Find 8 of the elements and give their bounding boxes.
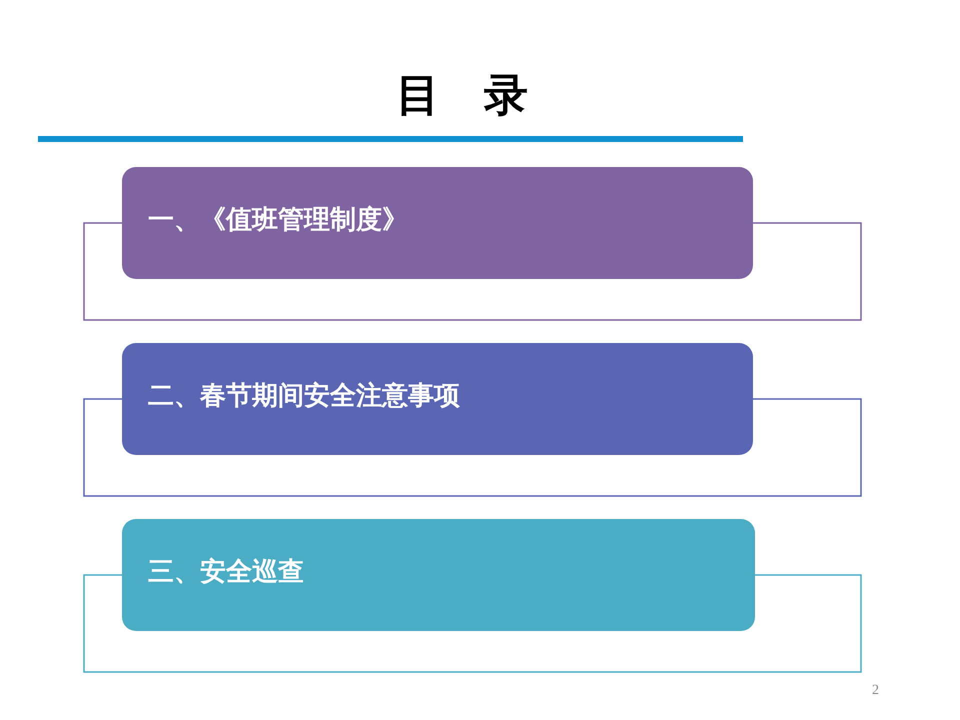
section-title: 一、《值班管理制度》 — [148, 204, 408, 237]
title: 目 录 — [395, 69, 529, 123]
section-box — [122, 167, 753, 279]
section-title: 三、安全巡查 — [148, 556, 304, 589]
section-box — [122, 519, 755, 631]
section-title: 二、春节期间安全注意事项 — [148, 380, 460, 413]
section-box — [122, 343, 753, 455]
page-number: 2 — [872, 682, 879, 700]
